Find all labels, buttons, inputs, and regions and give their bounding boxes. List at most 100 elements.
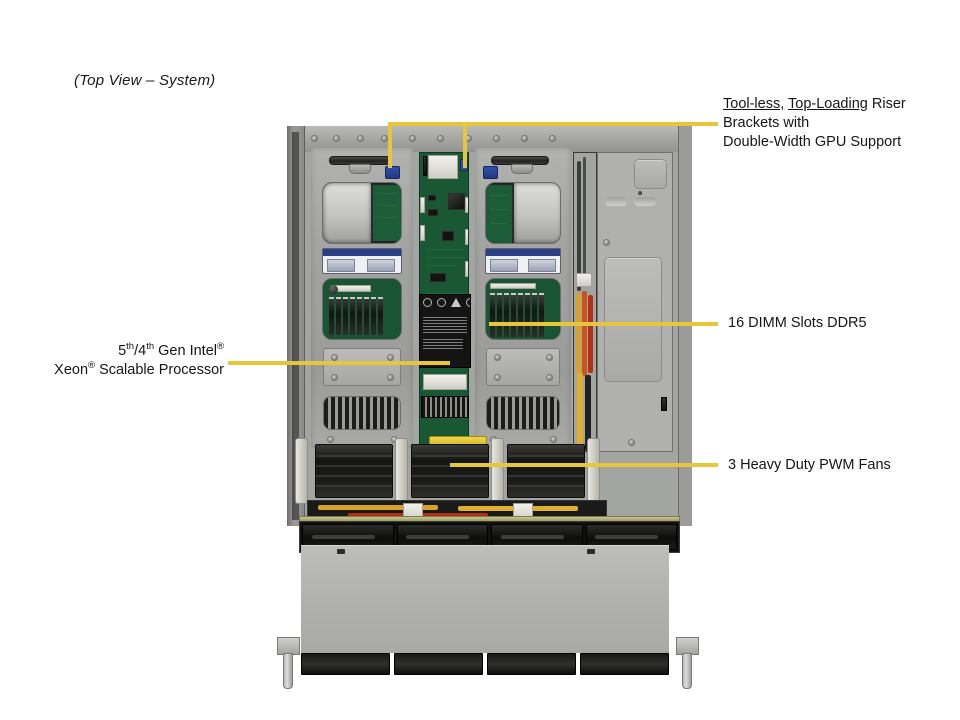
dimm-slot[interactable]: [539, 293, 544, 337]
front-drive-section: [277, 516, 699, 689]
leader-line-cpu: [228, 361, 450, 365]
leader-line-riser-branch-right: [463, 122, 467, 168]
cover-screw: [547, 639, 553, 645]
psu-connector: [661, 397, 667, 411]
callout-riser-line1-rest: Riser: [867, 96, 906, 112]
chassis-rear-strip: [305, 126, 678, 152]
io-header: [465, 261, 468, 277]
dimm-slot[interactable]: [378, 297, 383, 335]
cpu-gen-4-sup: th: [146, 341, 155, 353]
dimm-slot[interactable]: [350, 297, 355, 335]
dimm-slot[interactable]: [490, 293, 495, 337]
psu-indicator: [638, 191, 642, 195]
front-bay-row: [301, 653, 669, 675]
bracket-screw: [550, 436, 557, 443]
cover-screw: [547, 561, 553, 567]
cable: [588, 295, 593, 373]
cpu-brand-xeon: Xeon: [54, 362, 89, 378]
smd-chip: [428, 195, 436, 201]
chassis-screw: [381, 135, 388, 142]
psu-screw: [628, 439, 635, 446]
dimm-slot[interactable]: [504, 293, 509, 337]
riser-window-lower: [322, 278, 402, 340]
chassis-screw: [311, 135, 318, 142]
plate-screw: [494, 374, 501, 381]
rack-ear-leg-left: [283, 653, 293, 689]
front-bay[interactable]: [487, 653, 576, 675]
callout-riser-underline-1: Tool-less,: [723, 96, 785, 112]
cover-screw: [383, 599, 389, 605]
riser-window-upper: [322, 182, 402, 244]
callout-riser-underline-2: Top-Loading: [788, 96, 868, 112]
riser-vent: [323, 396, 401, 430]
leader-line-riser-horizontal: [388, 122, 718, 126]
front-bay[interactable]: [301, 653, 390, 675]
pwm-fan-2[interactable]: [411, 444, 489, 498]
psu-screw: [603, 239, 610, 246]
smd-chip: [428, 209, 438, 216]
cable-connector: [576, 273, 592, 287]
riser-latch-tab[interactable]: [349, 164, 371, 174]
riser-bracket-left[interactable]: [311, 148, 413, 448]
dimm-slot-bank[interactable]: [490, 293, 544, 337]
cpu-power-connector: [423, 374, 467, 390]
callout-cpu: 5th/4th Gen Intel® Xeon® Scalable Proces…: [14, 342, 224, 380]
plate-screw: [331, 354, 338, 361]
sticker-thumb: [490, 259, 518, 272]
dimm-slot[interactable]: [497, 293, 502, 337]
fan-clip[interactable]: [587, 438, 600, 504]
cover-screw: [383, 561, 389, 567]
plate-screw: [331, 374, 338, 381]
dimm-slot[interactable]: [357, 297, 362, 335]
caution-icon: [437, 298, 446, 307]
pcb-trace: [490, 223, 508, 224]
cable: [577, 161, 581, 291]
pcb-trace: [426, 249, 464, 250]
cable: [582, 291, 587, 376]
dimm-slot[interactable]: [518, 293, 523, 337]
chassis-right-rail: [678, 126, 692, 526]
pwm-fan-3[interactable]: [507, 444, 585, 498]
pcb-trace: [426, 257, 464, 258]
riser-latch-tab[interactable]: [511, 164, 533, 174]
fan-clip[interactable]: [491, 438, 504, 504]
psu-slot-vent: [634, 197, 656, 206]
riser-bracket-right[interactable]: [475, 148, 571, 448]
dimm-slot-bank[interactable]: [329, 297, 383, 335]
pwm-fan-1[interactable]: [315, 444, 393, 498]
cover-notch: [587, 549, 595, 554]
cable: [577, 373, 583, 451]
dimm-slot[interactable]: [364, 297, 369, 335]
chassis-screw: [409, 135, 416, 142]
pcb-trace: [426, 265, 456, 266]
capacitor: [329, 285, 338, 294]
smd-chip: [430, 273, 446, 282]
io-header: [465, 197, 468, 213]
dimm-slot[interactable]: [329, 297, 334, 335]
pcb-trace: [377, 205, 397, 206]
dimm-slot[interactable]: [511, 293, 516, 337]
dimm-slot[interactable]: [532, 293, 537, 337]
io-header: [465, 229, 468, 245]
leader-line-riser-branch-left: [388, 122, 392, 168]
dimm-slot[interactable]: [336, 297, 341, 335]
smd-chip: [442, 231, 454, 241]
plate-screw: [546, 374, 553, 381]
pcb-trace: [490, 209, 508, 210]
warning-triangle-icon: [451, 298, 461, 307]
dimm-slot[interactable]: [371, 297, 376, 335]
cpu-family: Scalable Processor: [95, 362, 224, 378]
front-bay[interactable]: [394, 653, 483, 675]
front-bay[interactable]: [580, 653, 669, 675]
fan-clip[interactable]: [295, 438, 308, 504]
sticker-thumb: [528, 259, 556, 272]
riser-blue-marker: [385, 166, 400, 179]
caution-icon: [423, 298, 432, 307]
sticker-thumb: [367, 259, 395, 272]
chassis-screw: [357, 135, 364, 142]
fan-clip[interactable]: [395, 438, 408, 504]
dimm-slot[interactable]: [525, 293, 530, 337]
label-text-block: [423, 339, 463, 351]
dimm-slot[interactable]: [343, 297, 348, 335]
